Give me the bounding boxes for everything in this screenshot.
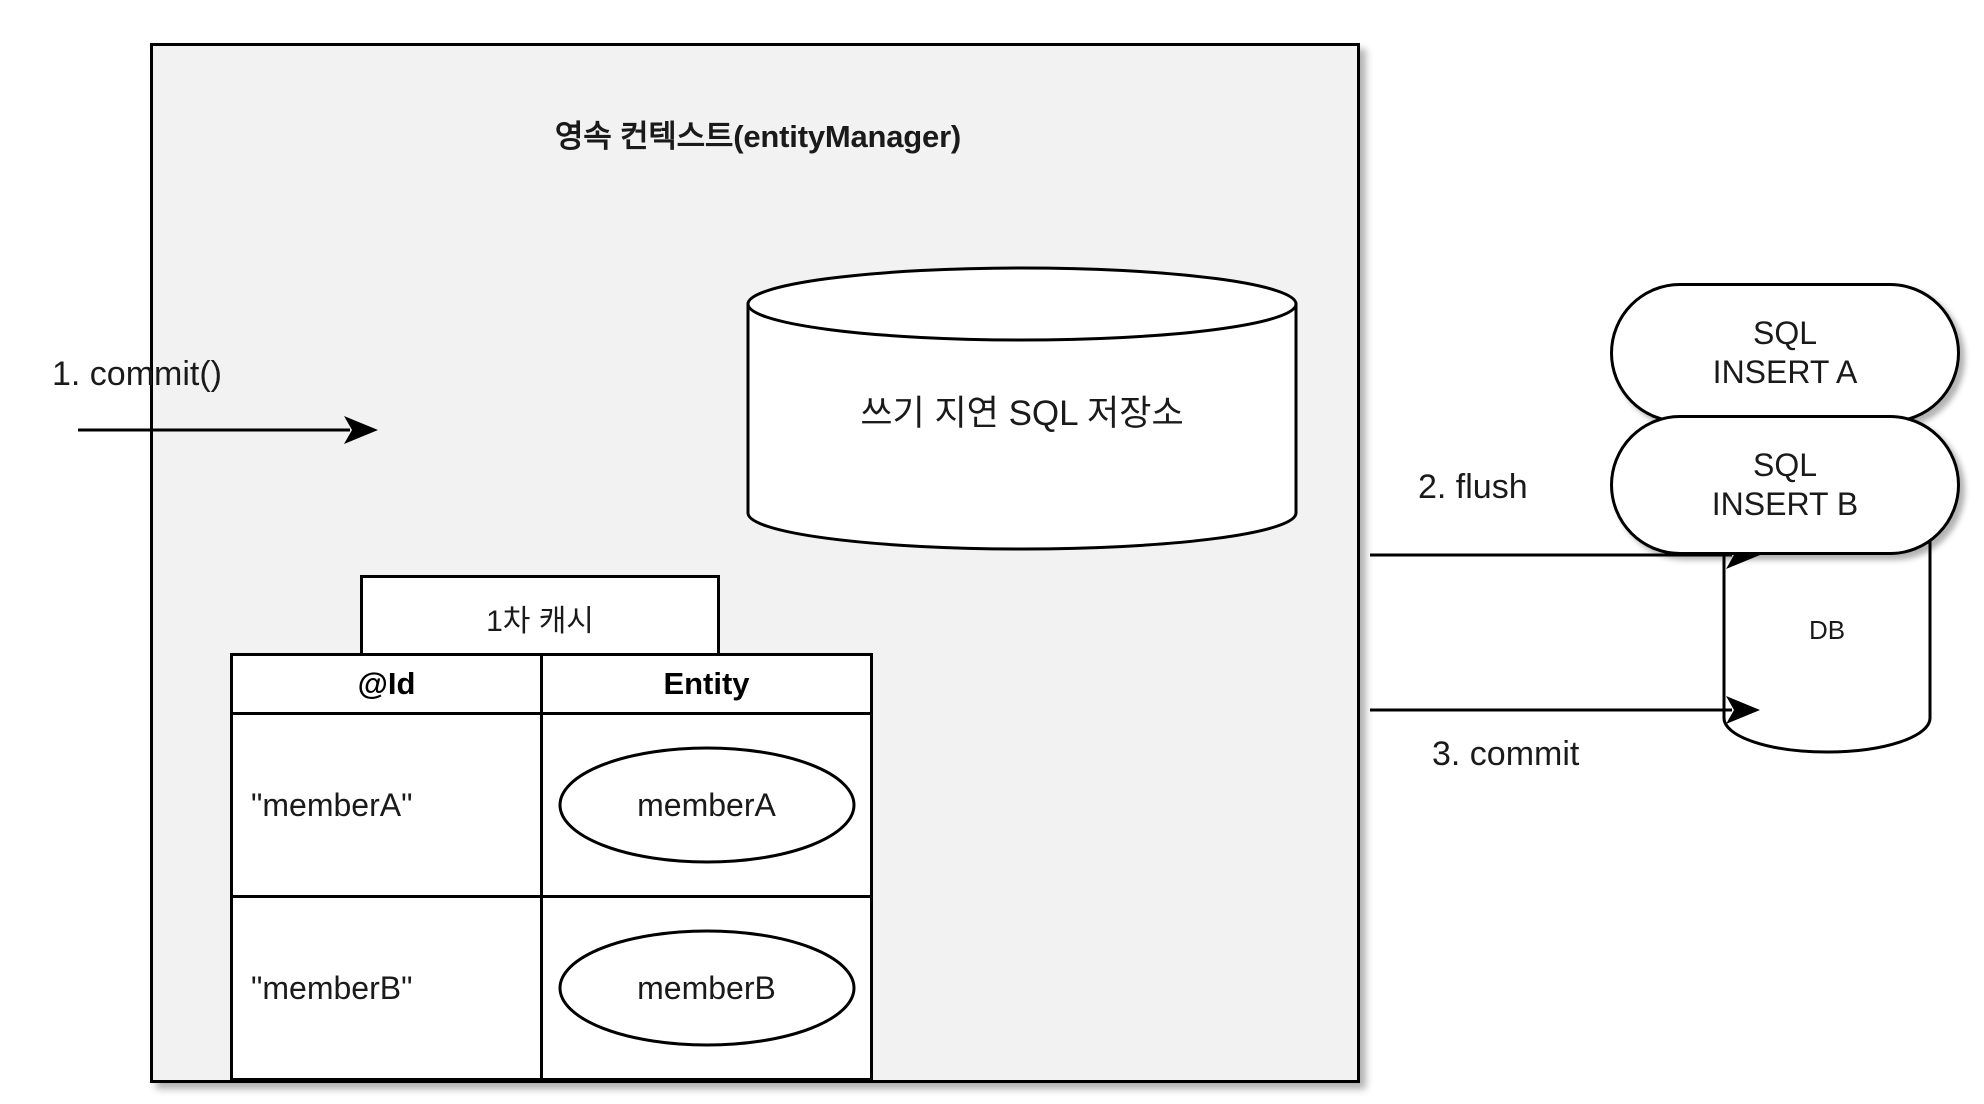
cell-entity-membera: memberA: [540, 712, 873, 898]
sql-insert-b-line1: SQL: [1752, 446, 1818, 483]
database-label: DB: [1808, 615, 1846, 645]
label-step-3-commit: 3. commit: [1432, 735, 1580, 773]
sql-insert-b-box: SQL INSERT B: [1610, 415, 1960, 555]
table-row: "memberB" memberB: [230, 895, 873, 1081]
sql-insert-b-line2: INSERT B: [1711, 486, 1859, 522]
cell-id-membera: "memberA": [230, 712, 543, 898]
sql-insert-a-box: SQL INSERT A: [1610, 283, 1960, 423]
write-behind-sql-store: 쓰기 지연 SQL 저장소: [746, 266, 1298, 551]
cell-entity-memberb: memberB: [540, 895, 873, 1081]
entity-oval-label-memberb: memberB: [637, 969, 776, 1006]
label-step-1-commit: 1. commit(): [52, 355, 222, 393]
persistence-context-title: 영속 컨텍스트(entityManager): [554, 119, 962, 154]
entity-oval-label-membera: memberA: [637, 786, 776, 823]
write-behind-sql-store-label: 쓰기 지연 SQL 저장소: [860, 394, 1184, 433]
arrow-commit-db: [1370, 688, 1760, 732]
first-level-cache-tab-label: 1차 캐시: [486, 605, 594, 638]
entity-oval-membera: memberA: [557, 745, 857, 865]
first-level-cache-tab: 1차 캐시: [360, 575, 720, 653]
sql-insert-a-line2: INSERT A: [1712, 354, 1858, 390]
label-step-2-flush: 2. flush: [1418, 468, 1528, 506]
first-level-cache-table: @Id Entity "memberA" memberA "memberB": [230, 653, 873, 1081]
sql-insert-a-line1: SQL: [1752, 314, 1818, 351]
entity-oval-memberb: memberB: [557, 928, 857, 1048]
column-header-id: @Id: [230, 653, 543, 715]
table-header-row: @Id Entity: [230, 653, 873, 715]
column-header-entity: Entity: [540, 653, 873, 715]
cell-id-memberb: "memberB": [230, 895, 543, 1081]
table-row: "memberA" memberA: [230, 712, 873, 898]
database-cylinder: DB: [1722, 520, 1932, 755]
arrow-commit-in: [78, 408, 378, 452]
